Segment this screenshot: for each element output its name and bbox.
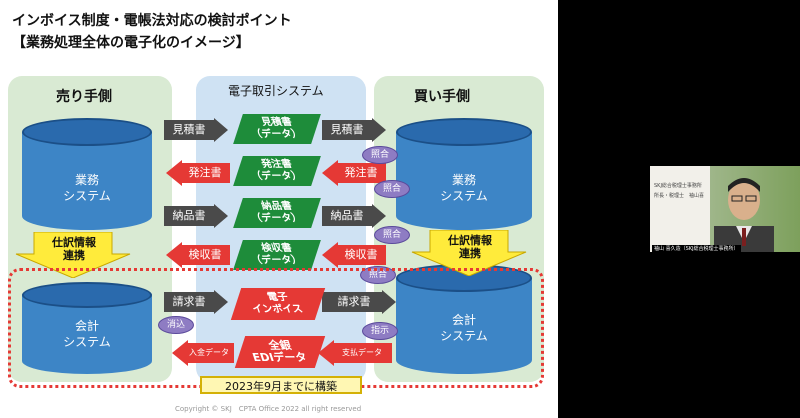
match-oval-1: 照合 [362, 146, 398, 164]
estimate-arrow-right [322, 118, 386, 142]
slide-subtitle: 【業務処理全体の電子化のイメージ】 [12, 35, 250, 51]
estimate-arrow-left [164, 118, 228, 142]
order-arrow-right [322, 160, 386, 186]
match-oval-3: 照合 [374, 226, 410, 244]
buyer-title: 買い手側 [414, 89, 470, 105]
payment-out-label: 支払データ [342, 348, 382, 357]
estimate-doc: 見積書（データ） [233, 114, 321, 144]
payment-in-label: 入金データ [189, 348, 229, 357]
acceptance-arrow-left-label: 検収書 [188, 248, 222, 261]
order-doc: 発注書（データ） [233, 156, 321, 186]
presenter-webcam: SKJ総合税理士事務所 所長・税理士 袖山喜 袖山 喜久造（SKJ総合税理士事務… [650, 166, 800, 252]
deadline-label: 2023年9月までに構築 [200, 376, 362, 394]
presenter-person [714, 178, 774, 252]
order-arrow-left [166, 160, 230, 186]
order-arrow-left-label: 発注書 [188, 166, 222, 179]
order-arrow-right-label: 発注書 [344, 166, 378, 179]
invoice-arrow-left-label: 請求書 [172, 295, 206, 308]
delivery-arrow-right-label: 納品書 [330, 209, 364, 222]
payment-out-arrow [318, 340, 392, 366]
instruct-oval: 指示 [362, 322, 398, 340]
copyright-text: Copyright © SKJ CPTA Office 2022 all rig… [175, 405, 362, 413]
invoice-arrow-left [164, 290, 228, 314]
estimate-arrow-right-label: 見積書 [330, 123, 364, 136]
seller-business-system: 業務 システム [22, 118, 152, 230]
seller-accounting-system: 会計 システム [22, 282, 152, 374]
buyer-journal-arrow [411, 230, 527, 276]
acceptance-doc: 検収書（データ） [233, 240, 321, 270]
payment-in-arrow [172, 340, 234, 366]
seller-journal-label: 仕訳情報連携 [52, 236, 96, 262]
invoice-arrow-right-label: 請求書 [337, 295, 371, 308]
delivery-doc: 納品書（データ） [233, 198, 321, 228]
acceptance-arrow-right-label: 検収書 [344, 248, 378, 261]
invoice-arrow-right [322, 290, 396, 314]
slide-title: インボイス制度・電帳法対応の検討ポイント [12, 13, 292, 29]
delivery-arrow-right [322, 204, 386, 228]
webcam-name-tag: 袖山 喜久造（SKJ総合税理士事務所） [652, 245, 741, 252]
acceptance-arrow-right [322, 242, 386, 268]
delivery-arrow-left-label: 納品書 [172, 209, 206, 222]
system-title: 電子取引システム [228, 84, 324, 98]
estimate-arrow-left-label: 見積書 [172, 123, 206, 136]
accounting-highlight-box [8, 268, 544, 388]
reconcile-oval: 消込 [158, 316, 194, 334]
buyer-journal-label: 仕訳情報連携 [448, 234, 492, 260]
buyer-business-system: 業務 システム [396, 118, 532, 230]
acceptance-arrow-left [166, 242, 230, 268]
presentation-slide: インボイス制度・電帳法対応の検討ポイント 【業務処理全体の電子化のイメージ】 売… [0, 0, 558, 418]
match-oval-2: 照合 [374, 180, 410, 198]
seller-journal-arrow [15, 232, 131, 278]
delivery-arrow-left [164, 204, 228, 228]
seller-title: 売り手側 [56, 89, 112, 105]
webcam-subcaption: 所長・税理士 袖山喜 [654, 193, 705, 199]
webcam-caption: SKJ総合税理士事務所 [654, 183, 702, 189]
